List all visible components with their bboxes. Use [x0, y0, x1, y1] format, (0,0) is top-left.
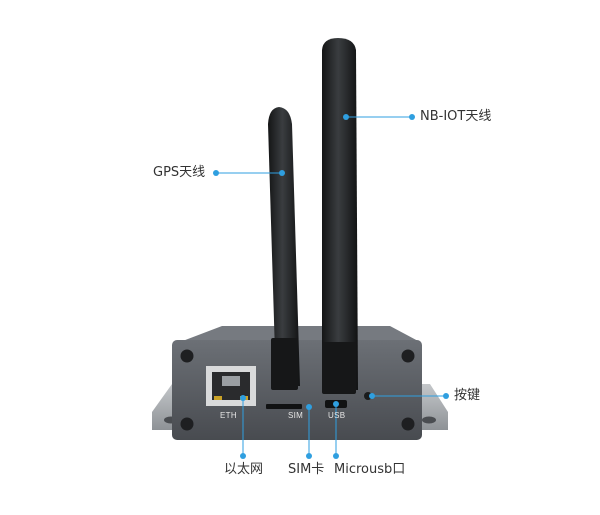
screws [180, 349, 415, 431]
nb-iot-antenna [322, 38, 358, 394]
sim-marking: SIM [288, 411, 304, 420]
ethernet-port [206, 366, 256, 406]
usb-marking: USB [328, 411, 346, 420]
label-ethernet: 以太网 [224, 462, 264, 477]
sim-slot [266, 404, 302, 409]
label-gps-antenna: GPS天线 [153, 165, 206, 180]
callout-leaders [213, 114, 449, 459]
enclosure-body [172, 340, 422, 440]
gps-antenna [268, 107, 300, 390]
enclosure-top [180, 326, 420, 342]
eth-marking: ETH [220, 411, 237, 420]
label-micro-usb: Microusb口 [334, 462, 406, 477]
label-button: 按键 [454, 388, 481, 403]
label-sim-card: SIM卡 [288, 462, 325, 477]
label-nb-iot-antenna: NB-IOT天线 [420, 109, 492, 124]
